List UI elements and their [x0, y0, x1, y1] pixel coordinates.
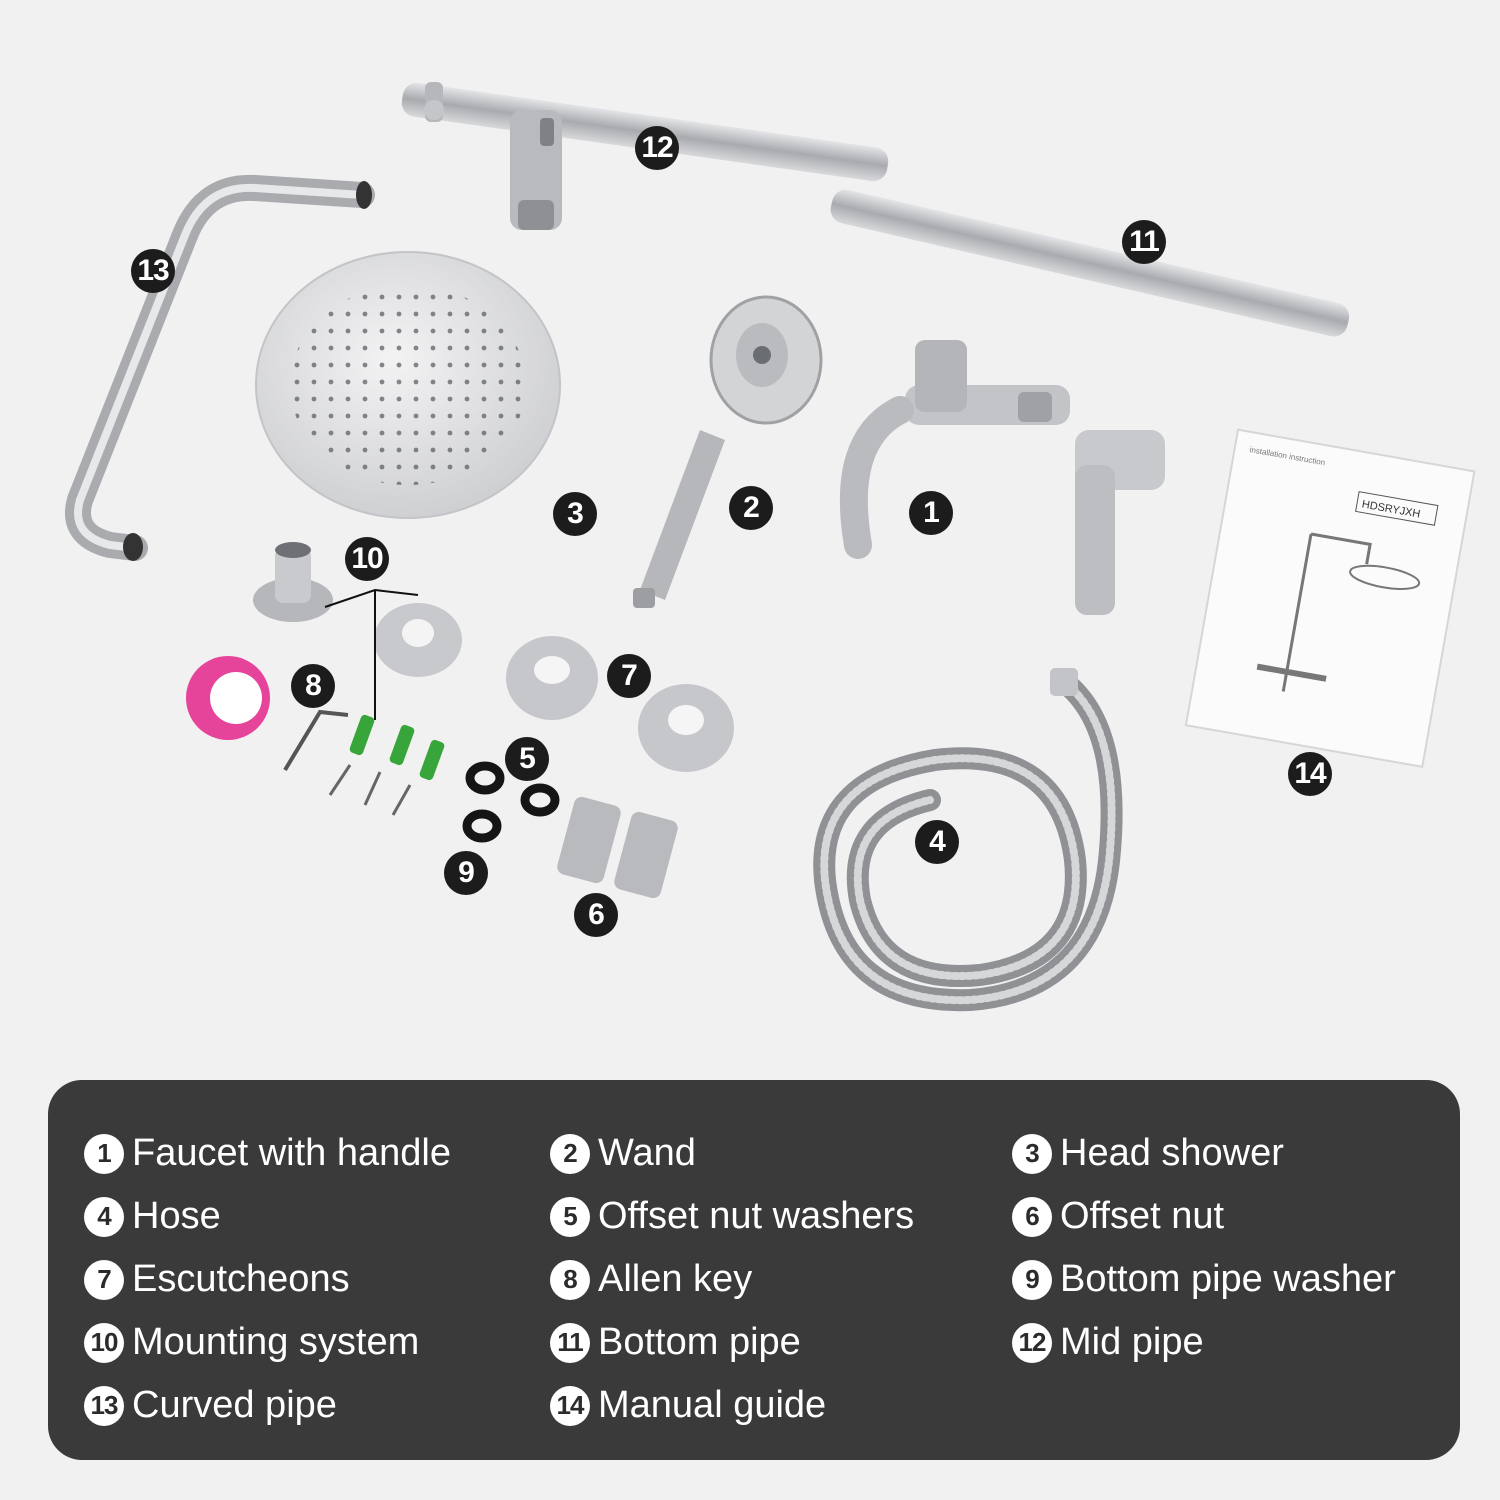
curved-pipe: [65, 174, 375, 561]
legend-number: 1: [84, 1133, 124, 1174]
manual-guide: installation instruction HDSRYJXH: [1184, 428, 1476, 768]
callout-8: 8: [291, 664, 335, 708]
legend-label: Bottom pipe: [598, 1321, 801, 1363]
callout-5: 5: [505, 737, 549, 781]
callout-2: 2: [729, 486, 773, 530]
legend-label: Curved pipe: [132, 1384, 337, 1426]
escutcheons: [506, 636, 734, 772]
callout-11: 11: [1122, 220, 1166, 264]
offset-nut: [557, 796, 678, 899]
legend-label: Wand: [598, 1132, 696, 1174]
legend-label: Offset nut washers: [598, 1195, 915, 1237]
wand: [633, 295, 823, 608]
legend-label: Head shower: [1060, 1132, 1284, 1174]
legend-number: 2: [550, 1133, 590, 1174]
legend-label: Faucet with handle: [132, 1132, 451, 1174]
legend-number: 9: [1012, 1259, 1052, 1300]
callout-12: 12: [635, 126, 679, 170]
callout-13: 13: [131, 249, 175, 293]
legend-number: 6: [1012, 1196, 1052, 1237]
legend-number: 13: [84, 1385, 124, 1426]
callout-6: 6: [574, 893, 618, 937]
callout-14: 14: [1288, 752, 1332, 796]
legend-label: Manual guide: [598, 1384, 827, 1426]
legend-label: Hose: [132, 1195, 221, 1237]
legend-number: 10: [84, 1322, 124, 1363]
callout-7: 7: [607, 654, 651, 698]
legend-number: 14: [550, 1385, 590, 1426]
washers: [462, 761, 560, 843]
callout-4: 4: [915, 820, 959, 864]
faucet-with-handle: [839, 340, 1165, 615]
legend-label: Offset nut: [1060, 1195, 1225, 1237]
legend-label: Mid pipe: [1060, 1321, 1204, 1363]
legend-number: 5: [550, 1196, 590, 1237]
legend-number: 3: [1012, 1133, 1052, 1174]
callout-9: 9: [444, 851, 488, 895]
parts-photo: installation instruction HDSRYJXH: [65, 82, 1476, 1012]
legend-label: Escutcheons: [132, 1258, 350, 1300]
legend-number: 4: [84, 1196, 124, 1237]
allen-key-set: [186, 656, 412, 816]
bottom-pipe: [830, 189, 1350, 337]
legend-number: 8: [550, 1259, 590, 1300]
mounting-system: [253, 542, 462, 781]
legend-number: 11: [550, 1322, 590, 1363]
legend-number: 7: [84, 1259, 124, 1300]
legend-label: Mounting system: [132, 1321, 420, 1363]
legend-number: 12: [1012, 1322, 1052, 1363]
callout-3: 3: [553, 492, 597, 536]
legend-label: Allen key: [598, 1258, 753, 1300]
head-shower: [255, 251, 561, 519]
hose: [813, 668, 1123, 1012]
legend-label: Bottom pipe washer: [1060, 1258, 1396, 1300]
callout-10: 10: [345, 537, 389, 581]
callout-1: 1: [909, 491, 953, 535]
